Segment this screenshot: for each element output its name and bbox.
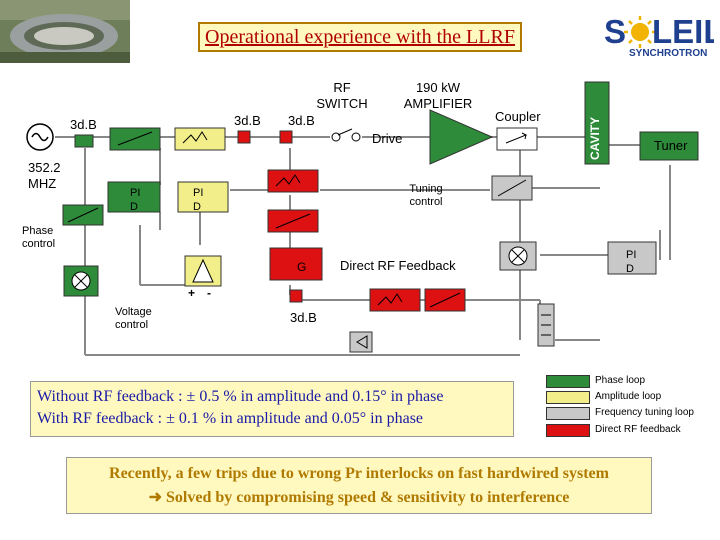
coupler-label: Coupler: [495, 109, 541, 124]
tuner-label: Tuner: [654, 138, 688, 153]
page-title: Operational experience with the LLRF: [205, 26, 515, 48]
attenuator-mid2-label: 3d.B: [288, 113, 315, 128]
legend-label-frequency: Frequency tuning loop: [595, 407, 694, 418]
attenuator-left-label: 3d.B: [70, 117, 97, 132]
soleil-logo: S LEIL SYNCHROTRON: [604, 13, 714, 58]
legend-label-amplitude: Amplitude loop: [595, 391, 662, 402]
legend-label-phase: Phase loop: [595, 375, 646, 386]
performance-line-2: With RF feedback : ± 0.1 % in amplitude …: [37, 410, 424, 427]
legend-label-direct-rf: Direct RF feedback: [595, 424, 681, 435]
plus-label: +: [188, 286, 196, 300]
note-box: Recently, a few trips due to wrong Pr in…: [66, 457, 652, 514]
svg-text:SYNCHROTRON: SYNCHROTRON: [629, 48, 707, 58]
performance-box: Without RF feedback : ± 0.5 % in amplitu…: [30, 381, 514, 437]
note-line-2: ➜ Solved by compromising speed & sensiti…: [148, 489, 570, 506]
note-line-1: Recently, a few trips due to wrong Pr in…: [109, 465, 609, 482]
minus-label: -: [207, 286, 211, 300]
direct-rf-feedback-label: Direct RF Feedback: [340, 258, 456, 273]
svg-text:LEIL: LEIL: [652, 13, 714, 50]
synchrotron-photo: [0, 0, 130, 63]
legend-swatch-phase: [546, 375, 590, 388]
attenuator-bottom-label: 3d.B: [290, 310, 317, 325]
attenuator-mid-label: 3d.B: [234, 113, 261, 128]
performance-line-1: Without RF feedback : ± 0.5 % in amplitu…: [37, 388, 444, 405]
cavity-label: CAVITY: [588, 116, 602, 160]
legend-swatch-frequency: [546, 407, 590, 420]
gain-label: G: [297, 260, 307, 274]
legend-swatch-direct-rf: [546, 424, 590, 437]
arrow-right-icon: ➜: [148, 489, 167, 506]
drive-label: Drive: [372, 131, 403, 146]
legend-swatch-amplitude: [546, 391, 590, 404]
svg-text:S: S: [604, 13, 626, 50]
title-box: Operational experience with the LLRF: [198, 22, 522, 52]
